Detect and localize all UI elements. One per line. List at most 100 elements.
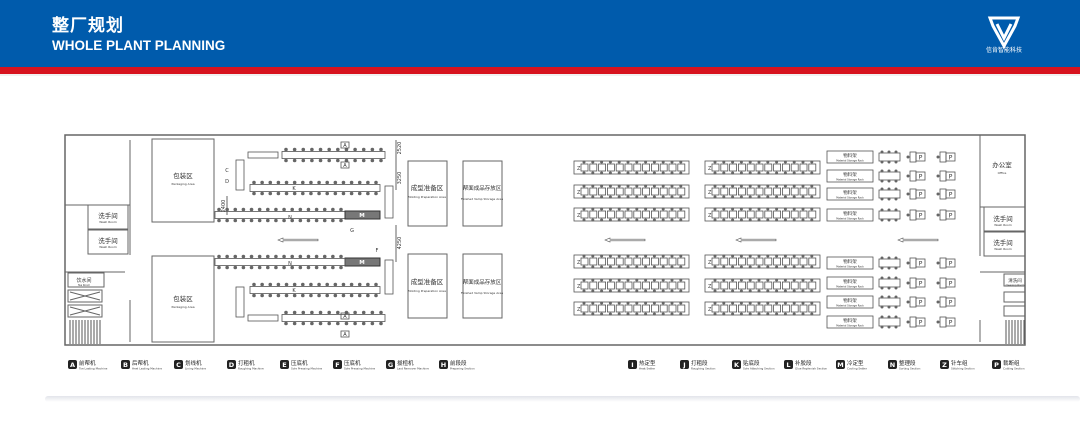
chair-icon (722, 278, 726, 282)
cutting-press (909, 257, 917, 269)
sewing-machine (808, 304, 817, 313)
chair-icon (679, 254, 683, 258)
chair-icon (880, 169, 884, 173)
legend-label-cn: 针车组 (951, 359, 968, 367)
cutting-press-box (915, 317, 926, 327)
sewing-machine (642, 304, 650, 313)
chair-icon (608, 171, 612, 175)
station-label-p: P (949, 192, 953, 199)
workstation-icon (276, 180, 281, 185)
legend-key: E (282, 361, 286, 369)
cutting-press-box (915, 152, 926, 162)
chair-icon (880, 286, 884, 290)
sewing-machine (677, 187, 686, 196)
chair-icon (748, 301, 752, 305)
packaging-area-bottom-label: 包装区 (173, 294, 193, 303)
legend-label-cn: 拔楦机 (397, 359, 414, 367)
sewing-machine (729, 281, 737, 290)
workstation-icon (292, 158, 297, 163)
sewing-machine (711, 187, 720, 196)
workstation-icon (379, 158, 383, 163)
workstation-icon (217, 218, 221, 223)
chair-icon (906, 174, 910, 178)
legend-key: K (734, 361, 740, 369)
chair-icon (626, 160, 630, 164)
chair-icon (722, 254, 726, 258)
legend-label-en: Preparing Section (450, 367, 475, 371)
molding-bottom-en: Molding Preparation Area (408, 289, 446, 293)
legend-label-en: Stitching Section (951, 367, 975, 371)
chair-icon (731, 254, 735, 258)
sewing-machine (782, 257, 790, 266)
cooling-setter (344, 210, 381, 220)
legend-key: D (229, 361, 235, 369)
chair-icon (679, 218, 683, 222)
wash-right-1-label: 洗手间 (993, 214, 1013, 223)
workstation-icon (344, 321, 349, 326)
sewing-machine (677, 281, 686, 290)
chair-icon (608, 184, 612, 188)
stitching-line (573, 184, 690, 199)
workstation-icon (366, 180, 370, 185)
stitching-line (573, 301, 690, 316)
legend-label-cn: 贴底段 (743, 359, 760, 367)
chair-icon (936, 192, 940, 196)
chair-icon (731, 195, 735, 199)
chair-icon (608, 301, 612, 305)
header-banner (0, 0, 1080, 67)
workstation-icon (339, 265, 343, 270)
legend-label-en: Roughing Section (691, 367, 716, 371)
sewing-machine (624, 163, 633, 172)
sewing-machine (773, 257, 781, 266)
legend-label-cn: 打粗段 (691, 359, 708, 367)
sewing-machine (738, 304, 746, 313)
workstation-icon (284, 310, 288, 315)
workstation-icon (266, 218, 270, 223)
workstation-icon (241, 265, 246, 270)
workstation-icon (298, 254, 303, 259)
sewing-machine (808, 163, 817, 172)
chair-icon (775, 301, 779, 305)
legend-key: B (123, 361, 128, 369)
workstation-icon (301, 147, 306, 152)
chair-icon (783, 265, 787, 269)
sewing-machine (607, 257, 615, 266)
chair-icon (652, 312, 656, 316)
cutting-press-box (915, 278, 926, 288)
chair-icon (757, 312, 761, 316)
workstation-icon (284, 321, 288, 326)
station-label-p: P (949, 155, 953, 162)
chair-icon (766, 254, 770, 258)
stitching-line (573, 254, 690, 269)
vertical-conveyor (384, 185, 394, 219)
workstation-icon (309, 293, 313, 298)
chair-icon (731, 207, 735, 211)
workstation-icon (298, 265, 303, 270)
station-label-p: P (919, 174, 923, 181)
legend-label-cn: 前段段 (450, 359, 467, 367)
chair-icon (608, 278, 612, 282)
chair-icon (739, 207, 743, 211)
chair-icon (652, 254, 656, 258)
chair-icon (661, 160, 665, 164)
chair-icon (887, 305, 891, 309)
chair-icon (894, 197, 898, 201)
sewing-machine (746, 281, 755, 290)
chair-icon (600, 254, 604, 258)
workstation-icon (309, 180, 313, 185)
molding-top-en: Molding Preparation Area (408, 195, 446, 199)
workstation-icon (331, 207, 335, 212)
legend-label-cn: 后帮机 (132, 359, 149, 367)
chair-icon (880, 160, 884, 164)
sewing-machine (659, 187, 668, 196)
chair-icon (600, 171, 604, 175)
storage-box (1003, 305, 1026, 317)
chair-icon (722, 301, 726, 305)
chair-icon (936, 281, 940, 285)
dimension-label: 2400 (221, 200, 227, 213)
